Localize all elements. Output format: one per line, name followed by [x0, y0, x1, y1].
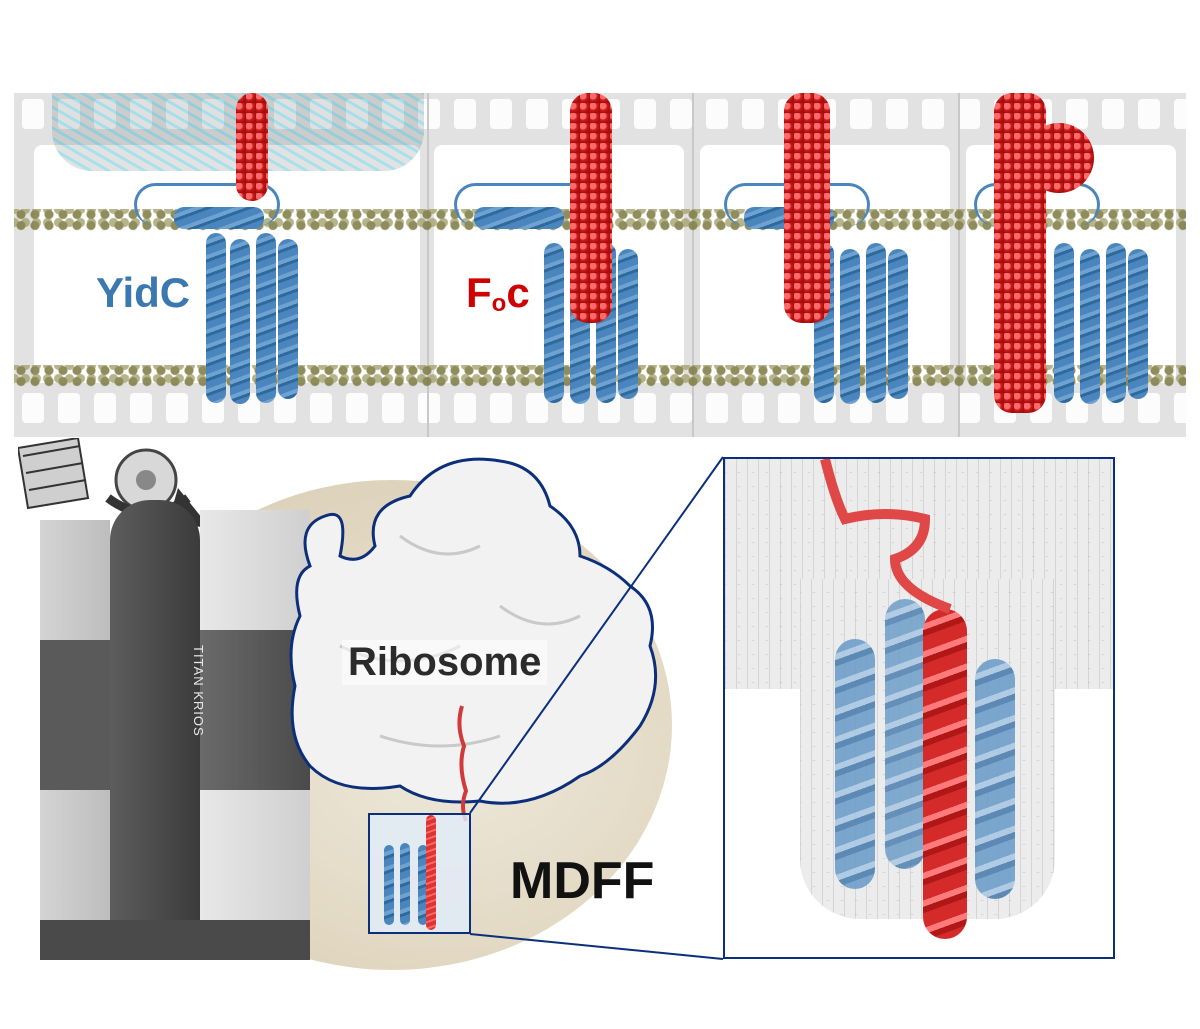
film-sprocket-hole: [454, 393, 476, 423]
film-sprocket-hole: [274, 99, 296, 129]
small-foc-helix: [426, 815, 436, 930]
film-sprocket-hole: [922, 99, 944, 129]
mdff-zoom-panel: [723, 457, 1115, 959]
instrument-label: TITAN KRIOS: [191, 645, 206, 737]
film-sprocket-hole: [310, 393, 332, 423]
film-sprocket-hole: [850, 99, 872, 129]
film-sprocket-hole: [958, 99, 980, 129]
microscope-base: [40, 920, 310, 960]
film-sprocket-hole: [670, 393, 692, 423]
film-sprocket-hole: [454, 99, 476, 129]
film-sprocket-hole: [202, 99, 224, 129]
frame-divider: [692, 93, 694, 437]
film-sprocket-hole: [958, 393, 980, 423]
microscope-left-dark-band: [40, 640, 110, 790]
foc-chain-frame-4-head: [1024, 123, 1094, 193]
film-sprocket-hole: [166, 393, 188, 423]
film-sprocket-hole: [418, 99, 440, 129]
film-sprocket-hole: [886, 99, 908, 129]
film-reel-icon: [16, 436, 218, 538]
microscope-column: [110, 500, 200, 960]
film-sprocket-hole: [130, 393, 152, 423]
film-sprocket-hole: [526, 99, 548, 129]
film-sprocket-hole: [634, 99, 656, 129]
film-sprocket-hole: [670, 99, 692, 129]
frame-divider: [427, 93, 429, 437]
film-sprocket-hole: [382, 99, 404, 129]
film-sprocket-hole: [346, 99, 368, 129]
film-sprocket-hole: [274, 393, 296, 423]
film-sprocket-hole: [1174, 393, 1186, 423]
film-sprocket-hole: [922, 393, 944, 423]
yidc-structure-frame-3: [724, 163, 934, 423]
film-sprocket-hole: [346, 393, 368, 423]
film-sprocket-hole: [310, 99, 332, 129]
film-sprocket-hole: [94, 393, 116, 423]
yidc-label: YidC: [96, 269, 191, 316]
film-sprocket-hole: [1138, 393, 1160, 423]
film-sprocket-hole: [1138, 99, 1160, 129]
film-sprocket-hole: [58, 99, 80, 129]
film-sprocket-hole: [166, 99, 188, 129]
film-sprocket-hole: [634, 393, 656, 423]
film-sprocket-hole: [22, 393, 44, 423]
yidc-helix-1: [835, 639, 875, 889]
small-yidc-helix: [400, 843, 410, 925]
yidc-helix-3: [975, 659, 1015, 899]
yidc-structure-frame-1: [134, 163, 314, 423]
mdff-region-inset-box: [368, 813, 471, 934]
film-sprocket-hole: [706, 99, 728, 129]
foc-label: Foc: [466, 269, 530, 317]
foc-chain-frame-1: [236, 93, 268, 201]
small-yidc-helix: [418, 845, 428, 925]
frame-divider: [958, 93, 960, 437]
md-simulation-film-strip: YidC Foc: [14, 93, 1186, 437]
titan-krios-microscope: TITAN KRIOS: [40, 480, 310, 975]
ribosome-label: Ribosome: [342, 640, 548, 685]
film-sprocket-hole: [22, 99, 44, 129]
film-sprocket-hole: [778, 393, 800, 423]
film-sprocket-hole: [742, 393, 764, 423]
yidc-helix-2: [885, 599, 925, 869]
film-sprocket-hole: [706, 393, 728, 423]
film-sprocket-hole: [418, 393, 440, 423]
film-sprocket-hole: [94, 99, 116, 129]
film-sprocket-hole: [490, 99, 512, 129]
film-sprocket-hole: [1174, 99, 1186, 129]
film-sprocket-hole: [1066, 99, 1088, 129]
film-sprocket-hole: [58, 393, 80, 423]
foc-loop: [820, 459, 952, 614]
film-sprocket-hole: [742, 99, 764, 129]
film-sprocket-hole: [526, 393, 548, 423]
foc-helix: [923, 609, 967, 939]
mdff-label: MDFF: [510, 852, 655, 910]
foc-chain-frame-3: [784, 93, 830, 323]
film-sprocket-hole: [490, 393, 512, 423]
film-sprocket-hole: [130, 99, 152, 129]
foc-chain-frame-2: [570, 93, 612, 323]
film-sprocket-hole: [1102, 99, 1124, 129]
small-yidc-helix: [384, 845, 394, 925]
film-sprocket-hole: [886, 393, 908, 423]
film-sprocket-hole: [382, 393, 404, 423]
yidc-structure-frame-4: [974, 163, 1174, 423]
